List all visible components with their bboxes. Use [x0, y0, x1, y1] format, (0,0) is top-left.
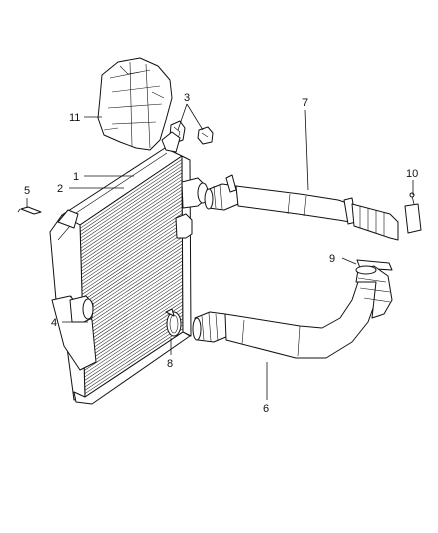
core-fin-line: [82, 250, 183, 318]
callout-6: 6: [263, 403, 269, 415]
leader-lines: [26, 103, 414, 400]
callout-5: 5: [24, 185, 30, 197]
core-fin-line: [81, 199, 183, 269]
core-fin-line: [84, 308, 184, 375]
callout-1: 1: [73, 171, 79, 183]
core-fin-line: [83, 277, 183, 345]
core-fin-line: [83, 270, 183, 338]
core-fin-line: [83, 274, 183, 342]
callout-8: 8: [167, 358, 173, 370]
part-8-clamp: [165, 308, 182, 337]
core-fin-line: [82, 243, 183, 312]
callout-labels: 1 2 3 4 5 6 7 8 9 10 11: [24, 92, 418, 415]
callout-3: 3: [184, 92, 190, 104]
core-fin-line: [82, 240, 183, 308]
core-fin-line: [82, 236, 183, 305]
core-fin-line: [81, 203, 183, 272]
core-fin-line: [84, 314, 184, 381]
core-fin-line: [81, 220, 183, 289]
core-fin-line: [81, 223, 183, 292]
core-fin-line: [82, 253, 183, 322]
core-fin-line: [83, 291, 183, 358]
core-fin-line: [81, 196, 183, 265]
core-fin-line: [81, 230, 183, 299]
core-fin-line: [79, 159, 183, 229]
core-fin-line: [83, 294, 183, 361]
part-5-bolt: [17, 206, 42, 215]
part-11-air-deflector: [97, 57, 173, 151]
core-fin-line: [82, 257, 183, 325]
callout-9: 9: [329, 253, 335, 265]
core-fin-line: [80, 186, 183, 256]
core-fin-line: [83, 284, 183, 351]
core-fin-line: [80, 192, 183, 262]
core-fin-line: [80, 176, 183, 246]
core-fin-line: [83, 280, 183, 348]
core-fin-line: [84, 304, 183, 371]
part-10-cap: [404, 192, 422, 234]
core-fin-line: [81, 209, 183, 279]
core-fin-line: [83, 267, 183, 335]
core-fin-line: [80, 165, 183, 236]
core-fin-line: [80, 162, 183, 232]
core-fin-line: [82, 260, 183, 328]
part-6-lower-charge-hose: [192, 265, 393, 359]
core-fin-line: [81, 206, 183, 275]
core-fin-line: [84, 328, 184, 394]
core-fin-line: [80, 182, 183, 252]
core-fin-line: [80, 189, 183, 259]
core-fin-line: [82, 264, 183, 332]
callout-10: 10: [406, 168, 418, 180]
part-7-upper-charge-hose: [204, 174, 399, 241]
core-fin-line: [84, 321, 184, 388]
callout-7: 7: [302, 97, 308, 109]
core-fin-line: [82, 233, 183, 302]
callout-2: 2: [57, 183, 63, 195]
core-fin-line: [81, 216, 183, 285]
core-fin-line: [80, 179, 183, 249]
core-fin-line: [84, 324, 184, 391]
core-fin-line: [81, 213, 183, 282]
core-fin-line: [82, 247, 183, 315]
core-fins: [79, 159, 184, 394]
callout-11: 11: [69, 112, 80, 124]
part-1-intercooler: [49, 131, 209, 405]
callout-4: 4: [51, 317, 57, 329]
core-fin-line: [80, 172, 183, 242]
core-fin-line: [84, 318, 184, 385]
core-fin-line: [83, 287, 183, 355]
core-fin-line: [84, 311, 184, 378]
core-fin-line: [83, 297, 183, 365]
part-3-clip-b: [197, 126, 214, 145]
core-fin-line: [81, 226, 183, 295]
core-fin-line: [80, 169, 183, 239]
